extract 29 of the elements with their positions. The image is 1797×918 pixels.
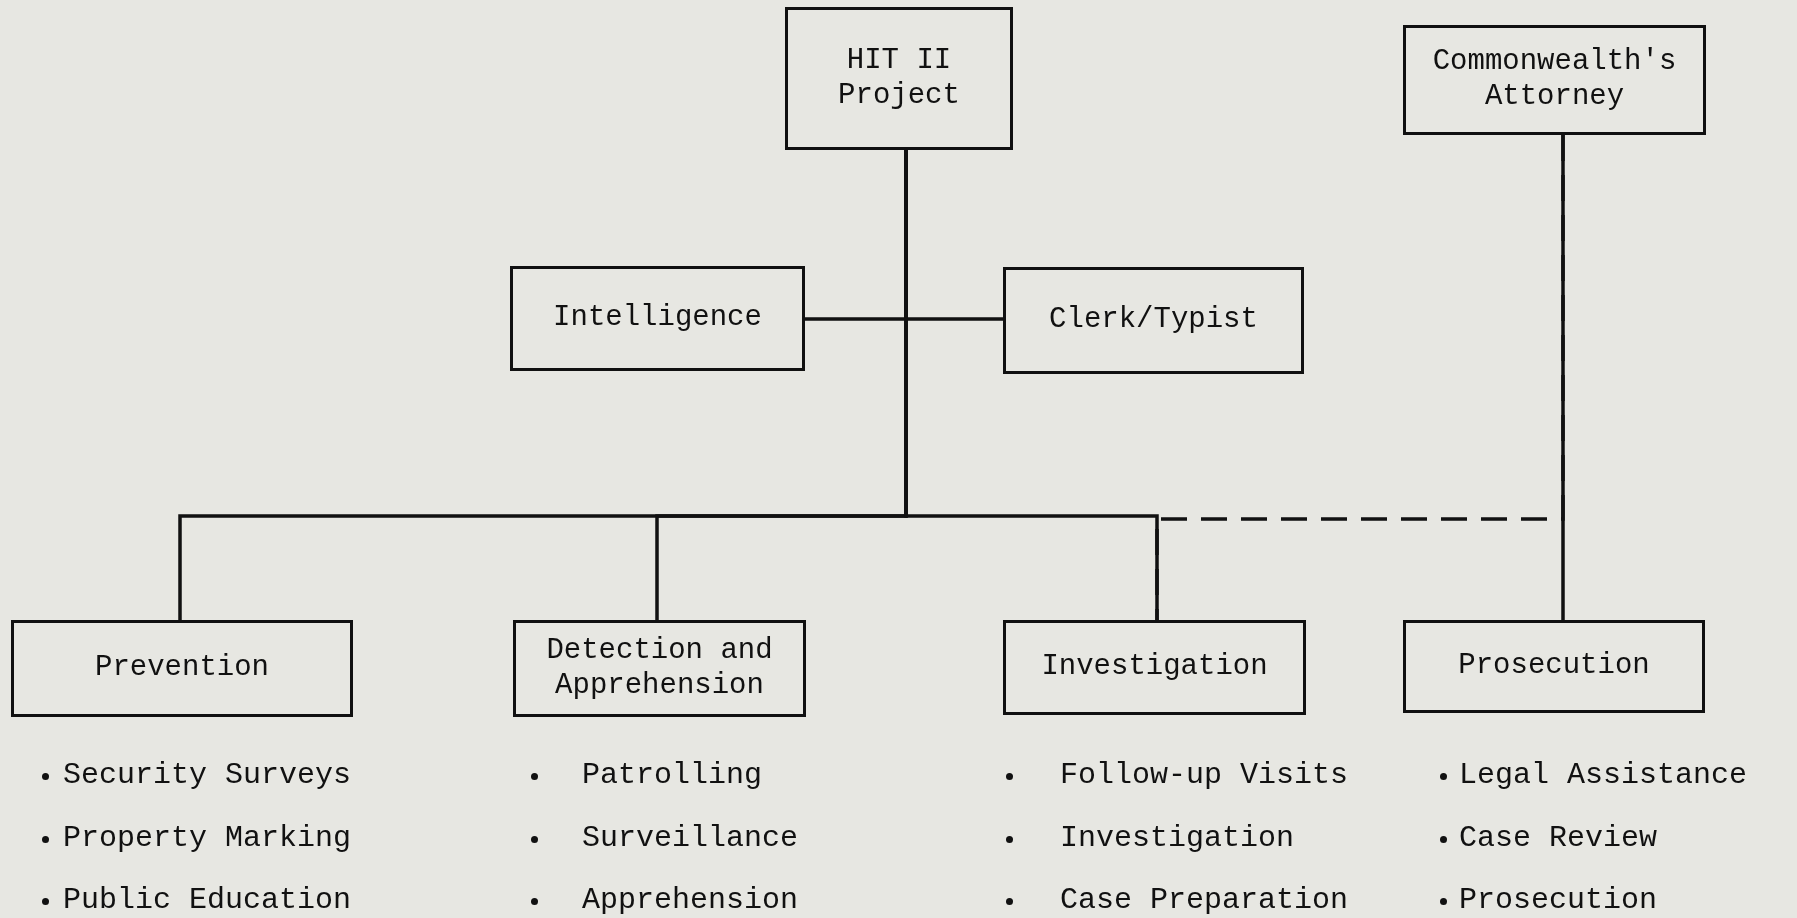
box-label: Investigation (1041, 650, 1268, 685)
list-item: Apprehension (582, 885, 799, 915)
box-label: Commonwealth's Attorney (1431, 45, 1678, 115)
org-box (1403, 620, 1705, 713)
list-item: Surveillance (582, 823, 799, 853)
org-box (1403, 25, 1706, 135)
org-box (513, 620, 806, 717)
box-label: HIT II Project (837, 43, 961, 114)
list-item: Case Preparation (1060, 885, 1349, 915)
org-box (785, 7, 1013, 150)
list-item: Public Education (63, 885, 352, 915)
list-item: Follow-up Visits (1060, 760, 1349, 790)
list-item: Legal Assistance (1459, 760, 1748, 790)
list-item: Property Marking (63, 823, 352, 853)
list-item: Case Review (1459, 823, 1658, 853)
org-box (11, 620, 353, 717)
list-item: Patrolling (582, 760, 763, 790)
box-label: Clerk/Typist (1049, 303, 1258, 338)
box-label: Prevention (95, 651, 269, 686)
list-item: Investigation (1060, 823, 1295, 853)
box-label: Intelligence (553, 301, 762, 336)
box-label: Prosecution (1458, 649, 1650, 684)
org-box (1003, 267, 1304, 374)
list-item: Prosecution (1459, 885, 1658, 915)
org-box (510, 266, 805, 371)
dashed-connector (1155, 135, 1565, 620)
box-label: Detection and Apprehension (545, 633, 774, 704)
list-item: Security Surveys (63, 760, 352, 790)
org-box (1003, 620, 1306, 715)
